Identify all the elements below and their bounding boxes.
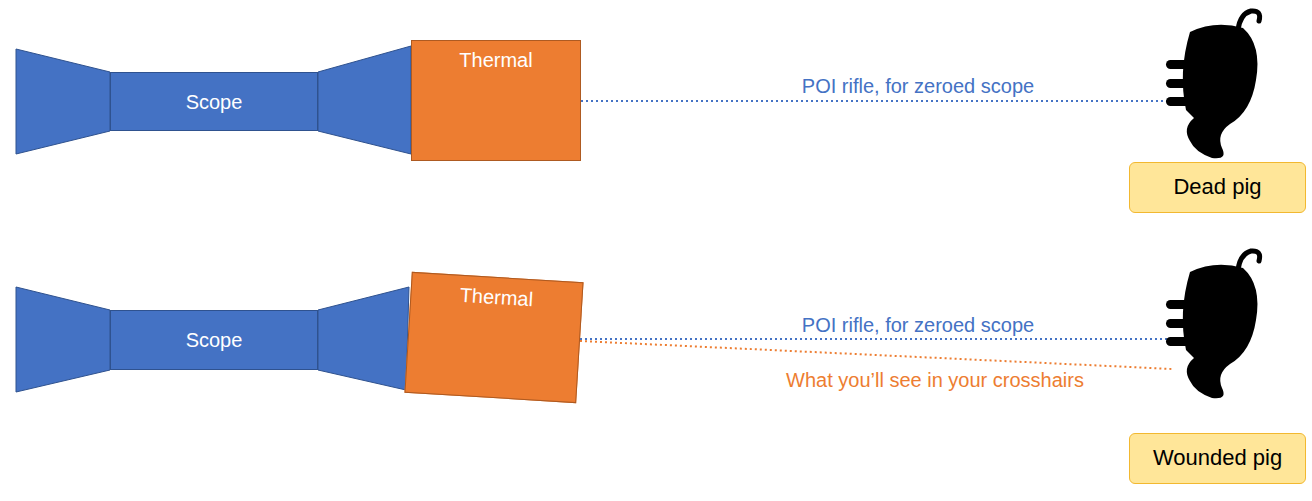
node-text: Scope (186, 90, 243, 114)
node-text: Wounded pig (1153, 445, 1282, 471)
node-text: Scope (186, 328, 243, 352)
pig-silhouette (1166, 251, 1260, 398)
thermal-box: Thermal (411, 40, 581, 161)
poi-label: POI rifle, for zeroed scope (799, 74, 1037, 98)
scope-body: Scope (110, 72, 318, 131)
sight-line (580, 341, 1172, 369)
result-box: Dead pig (1129, 162, 1306, 213)
scope-eyepiece (16, 49, 110, 154)
thermal-box: Thermal (404, 272, 583, 403)
pig-silhouette (1166, 11, 1260, 158)
scope-eyepiece (16, 287, 110, 392)
scope-objective (318, 287, 409, 390)
scope-objective (318, 46, 411, 154)
node-text: Thermal (459, 283, 534, 311)
node-text: Thermal (459, 48, 532, 72)
node-text: Dead pig (1173, 174, 1261, 200)
result-box: Wounded pig (1129, 433, 1306, 484)
sight-label: What you’ll see in your crosshairs (783, 368, 1087, 392)
scope-body: Scope (110, 310, 318, 370)
poi-label: POI rifle, for zeroed scope (799, 313, 1037, 337)
